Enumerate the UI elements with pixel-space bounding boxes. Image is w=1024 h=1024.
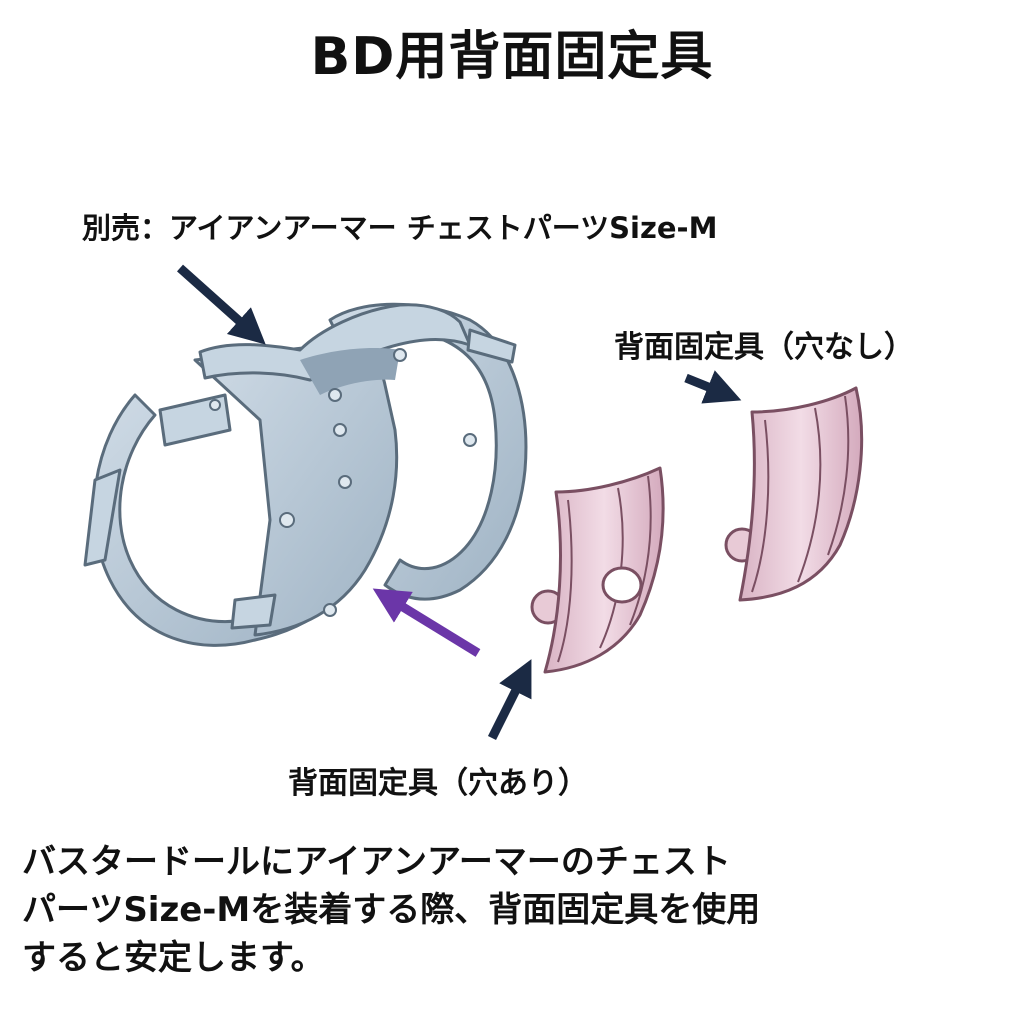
chest-parts-label: 別売：アイアンアーマー チェストパーツSize-M xyxy=(82,211,718,245)
arrow-to-hole-part xyxy=(487,659,532,741)
arrow-to-no-hole-part xyxy=(684,370,742,404)
arrow-attach-direction xyxy=(372,588,481,657)
back-fixture-with-hole xyxy=(530,466,665,674)
no-hole-part-label: 背面固定具（穴なし） xyxy=(614,330,914,365)
description-line: パーツSize-Mを装着する際、背面固定具を使用 xyxy=(22,890,761,930)
description: バスタードールにアイアンアーマーのチェスト パーツSize-Mを装着する際、背面… xyxy=(22,838,1012,982)
description-line: バスタードールにアイアンアーマーのチェスト xyxy=(22,842,731,882)
back-fixture-no-hole xyxy=(724,386,864,602)
chest-armor-model xyxy=(83,302,528,647)
page-title: BD用背面固定具 xyxy=(310,27,714,87)
hole-part-label: 背面固定具（穴あり） xyxy=(288,766,588,801)
description-line: すると安定します。 xyxy=(22,938,325,978)
arrow-to-chest-parts xyxy=(177,264,266,345)
